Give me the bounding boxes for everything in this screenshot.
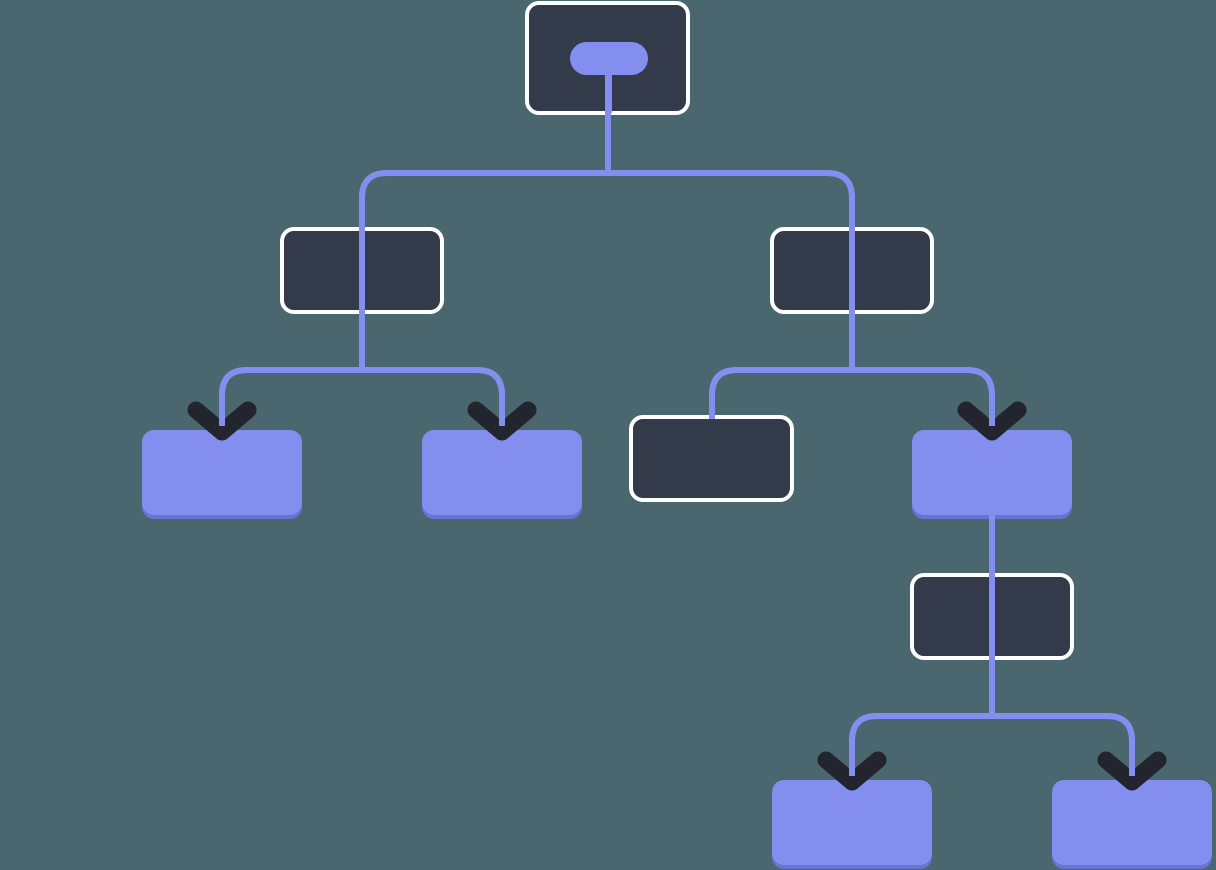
node-n-l3-a[interactable] <box>142 430 302 519</box>
arrowhead-a-l3-b <box>467 401 537 441</box>
edge-over-e-root-l2right <box>605 70 855 330</box>
arrowhead-a-l3-d <box>957 401 1027 441</box>
node-n-root-stem <box>605 70 612 113</box>
arrowhead-a-l5-right <box>1097 751 1167 791</box>
node-body[interactable] <box>912 430 1072 515</box>
node-body[interactable] <box>422 430 582 515</box>
node-body[interactable] <box>772 780 932 865</box>
node-n-l5-left[interactable] <box>772 780 932 869</box>
node-layer <box>142 1 1212 869</box>
arrowhead-layer <box>187 392 1167 791</box>
edge-over-e-l4-l5right <box>989 636 1135 820</box>
node-n-l3-c[interactable] <box>629 415 794 502</box>
node-body[interactable] <box>142 430 302 515</box>
node-pill-badge <box>570 42 648 75</box>
edge-over-e-l4-l5left <box>849 636 995 820</box>
node-body[interactable] <box>629 415 794 502</box>
node-n-l5-right[interactable] <box>1052 780 1212 869</box>
edge-layer-over <box>219 70 1135 820</box>
node-n-l3-d[interactable] <box>912 430 1072 519</box>
node-n-l3-b[interactable] <box>422 430 582 519</box>
arrowhead-a-l5-left <box>817 751 887 791</box>
arrowhead-a-l3-a <box>187 401 257 441</box>
node-body[interactable] <box>1052 780 1212 865</box>
edge-over-e-l2right-l3c <box>709 290 855 419</box>
edge-over-e-root-l2left <box>359 70 611 330</box>
